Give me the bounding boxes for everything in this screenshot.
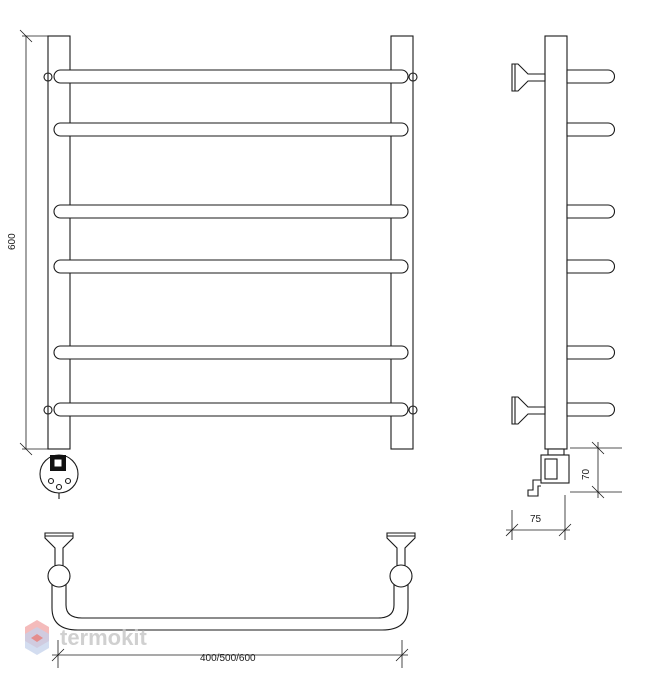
side-view: 70 75 <box>505 35 622 540</box>
width-tick-right <box>395 648 409 662</box>
bracket-tick-bottom <box>591 485 605 499</box>
side-wall-bracket-top <box>511 63 546 92</box>
depth-tick-right <box>558 523 572 537</box>
heater-neck <box>547 448 565 456</box>
mount-left-bottom <box>43 405 53 415</box>
side-rung <box>566 69 616 84</box>
height-tick-top <box>19 29 33 43</box>
controller-button <box>47 477 55 485</box>
right-post <box>390 35 414 450</box>
left-post <box>47 35 71 450</box>
side-rung <box>566 259 616 274</box>
heating-controller <box>39 454 79 499</box>
heater-housing <box>540 454 570 484</box>
controller-button <box>64 477 72 485</box>
top-bracket-right <box>386 532 416 588</box>
side-rung <box>566 204 616 219</box>
rung <box>53 69 409 84</box>
rung <box>53 204 409 219</box>
width-label: 400/500/600 <box>200 653 256 664</box>
height-tick-bottom <box>19 442 33 456</box>
mount-right-top <box>408 72 418 82</box>
u-rail-outer <box>51 575 409 631</box>
side-post <box>544 35 568 450</box>
mount-right-bottom <box>408 405 418 415</box>
rung <box>53 259 409 274</box>
rung <box>53 122 409 137</box>
controller-button <box>55 483 63 491</box>
depth-tick-left <box>505 523 519 537</box>
bracket-label: 70 <box>581 468 592 480</box>
side-rung <box>566 402 616 417</box>
heater-inner <box>544 458 558 480</box>
bracket-tick-top <box>591 441 605 455</box>
mount-left-top <box>43 72 53 82</box>
watermark-text: termokit <box>60 625 147 650</box>
side-rung <box>566 345 616 360</box>
watermark: termokit <box>25 620 147 655</box>
controller-display-inner <box>53 458 63 468</box>
watermark-logo-icon <box>25 620 49 655</box>
u-rail-inner <box>65 575 395 619</box>
side-wall-bracket-bottom <box>511 396 546 425</box>
rung <box>53 345 409 360</box>
width-tick-left <box>51 648 65 662</box>
height-label: 600 <box>7 233 18 250</box>
top-view: 400/500/600 <box>44 532 416 668</box>
top-bracket-left <box>44 532 74 588</box>
depth-label: 75 <box>530 514 542 525</box>
rung <box>53 402 409 417</box>
front-view: 600 <box>7 29 418 499</box>
side-rung <box>566 122 616 137</box>
heater-cable <box>527 479 541 497</box>
